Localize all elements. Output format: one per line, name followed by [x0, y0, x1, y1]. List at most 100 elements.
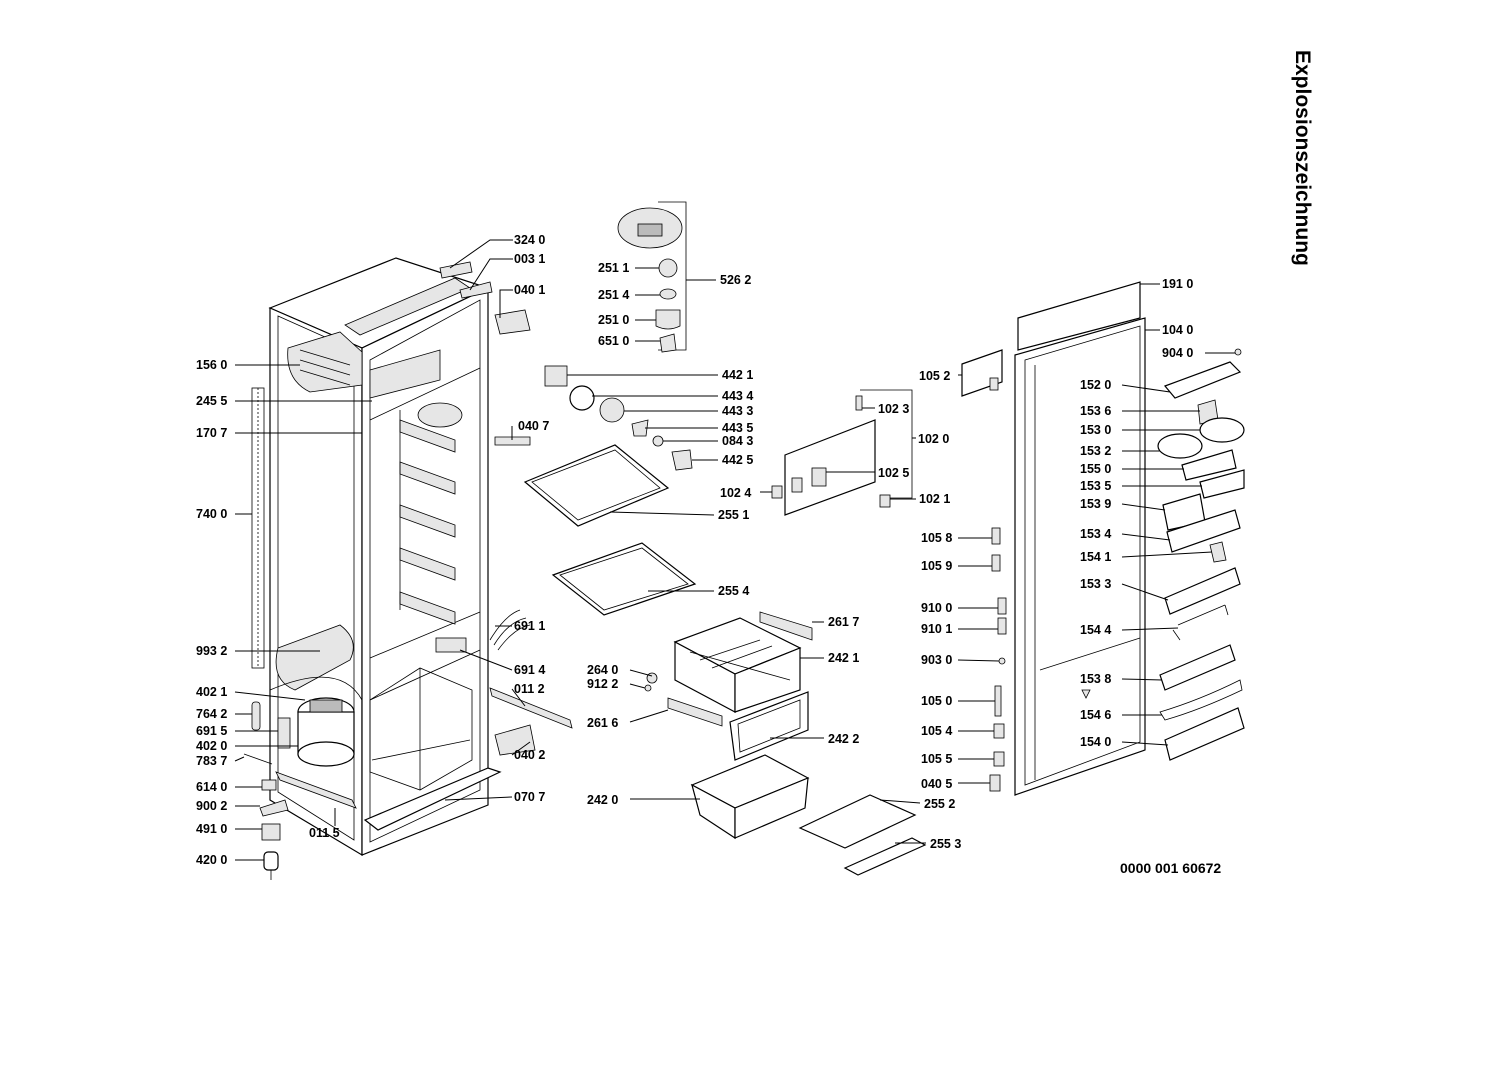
label-1024: 102 4 — [720, 486, 751, 500]
hinge-0401 — [494, 309, 531, 335]
part-4200 — [263, 851, 279, 880]
label-6915: 691 5 — [196, 724, 227, 738]
connector-6914 — [435, 637, 467, 653]
label-1538: 153 8 — [1080, 672, 1111, 686]
bottom-rail-0115 — [275, 771, 357, 809]
label-2420: 242 0 — [587, 793, 618, 807]
label-2616: 261 6 — [587, 716, 618, 730]
hinge-0031 — [459, 281, 493, 299]
label-4910: 491 0 — [196, 822, 227, 836]
label-4425: 442 5 — [722, 453, 753, 467]
label-1020: 102 0 — [918, 432, 949, 446]
label-2422: 242 2 — [828, 732, 859, 746]
part-7837 — [243, 753, 273, 765]
label-6140: 614 0 — [196, 780, 227, 794]
label-1058: 105 8 — [921, 531, 952, 545]
label-1544: 154 4 — [1080, 623, 1111, 637]
label-1050: 105 0 — [921, 694, 952, 708]
capacitor-7642 — [251, 701, 261, 731]
part-9100 — [997, 597, 1007, 615]
rail-0112 — [489, 687, 573, 729]
door-bins — [1081, 348, 1245, 761]
label-2617: 261 7 — [828, 615, 859, 629]
rail-2617 — [759, 611, 813, 641]
relay-6915 — [277, 717, 291, 749]
label-1532: 153 2 — [1080, 444, 1111, 458]
ice-tray-1560 — [287, 331, 363, 393]
label-4020: 402 0 — [196, 739, 227, 753]
leader-lines — [234, 239, 1235, 861]
label-4021: 402 1 — [196, 685, 227, 699]
label-7837: 783 7 — [196, 754, 227, 768]
part-1055 — [993, 751, 1005, 767]
label-3240: 324 0 — [514, 233, 545, 247]
label-0707: 070 7 — [514, 790, 545, 804]
label-1059: 105 9 — [921, 559, 952, 573]
glass-shelf-2551 — [523, 444, 670, 527]
cover-plate-2553 — [843, 837, 927, 876]
label-1535: 153 5 — [1080, 479, 1111, 493]
refrigerator-cabinet — [243, 257, 573, 880]
label-7400: 740 0 — [196, 507, 227, 521]
part-0405 — [989, 774, 1001, 792]
label-1707: 170 7 — [196, 426, 227, 440]
label-1533: 153 3 — [1080, 577, 1111, 591]
label-2554: 255 4 — [718, 584, 749, 598]
label-0843: 084 3 — [722, 434, 753, 448]
label-9932: 993 2 — [196, 644, 227, 658]
part-9122 — [644, 684, 652, 692]
label-2640: 264 0 — [587, 663, 618, 677]
part-1058 — [991, 527, 1001, 545]
label-9002: 900 2 — [196, 799, 227, 813]
glass-shelf-2554 — [551, 542, 697, 616]
label-1052: 105 2 — [919, 369, 950, 383]
label-1040: 104 0 — [1162, 323, 1193, 337]
label-2514: 251 4 — [598, 288, 629, 302]
label-1546: 154 6 — [1080, 708, 1111, 722]
label-1550: 155 0 — [1080, 462, 1111, 476]
part-1054 — [993, 723, 1005, 739]
label-1536: 153 6 — [1080, 404, 1111, 418]
crisper-drawer-2420 — [690, 754, 810, 840]
label-9030: 903 0 — [921, 653, 952, 667]
label-2551: 255 1 — [718, 508, 749, 522]
label-4421: 442 1 — [722, 368, 753, 382]
label-0402: 040 2 — [514, 748, 545, 762]
label-1054: 105 4 — [921, 724, 952, 738]
label-1541: 154 1 — [1080, 550, 1111, 564]
label-2552: 255 2 — [924, 797, 955, 811]
label-0407: 040 7 — [518, 419, 549, 433]
part-2640 — [646, 672, 658, 684]
label-2455: 245 5 — [196, 394, 227, 408]
label-4435: 443 5 — [722, 421, 753, 435]
label-1539: 153 9 — [1080, 497, 1111, 511]
label-1560: 156 0 — [196, 358, 227, 372]
rail-2616 — [667, 697, 723, 727]
label-2553: 255 3 — [930, 837, 961, 851]
hinge-bracket-1052 — [961, 349, 1003, 397]
top-cover-3240 — [439, 261, 473, 279]
label-9040: 904 0 — [1162, 346, 1193, 360]
label-5262: 526 2 — [720, 273, 751, 287]
label-1520: 152 0 — [1080, 378, 1111, 392]
label-2510: 251 0 — [598, 313, 629, 327]
label-1910: 191 0 — [1162, 277, 1193, 291]
fan-assembly — [544, 365, 693, 471]
label-6510: 651 0 — [598, 334, 629, 348]
drawing-title: Explosionszeichnung — [1291, 50, 1314, 266]
label-1055: 105 5 — [921, 752, 952, 766]
kick-plate-0707 — [363, 767, 502, 831]
label-9122: 912 2 — [587, 677, 618, 691]
label-9101: 910 1 — [921, 622, 952, 636]
label-2421: 242 1 — [828, 651, 859, 665]
label-1530: 153 0 — [1080, 423, 1111, 437]
label-7642: 764 2 — [196, 707, 227, 721]
compressor — [269, 676, 363, 767]
part-1050 — [994, 685, 1002, 717]
label-6914: 691 4 — [514, 663, 545, 677]
label-0031: 003 1 — [514, 252, 545, 266]
part-1059 — [991, 554, 1001, 572]
document-number: 0000 001 60672 — [1120, 860, 1222, 876]
part-9030 — [998, 657, 1006, 665]
